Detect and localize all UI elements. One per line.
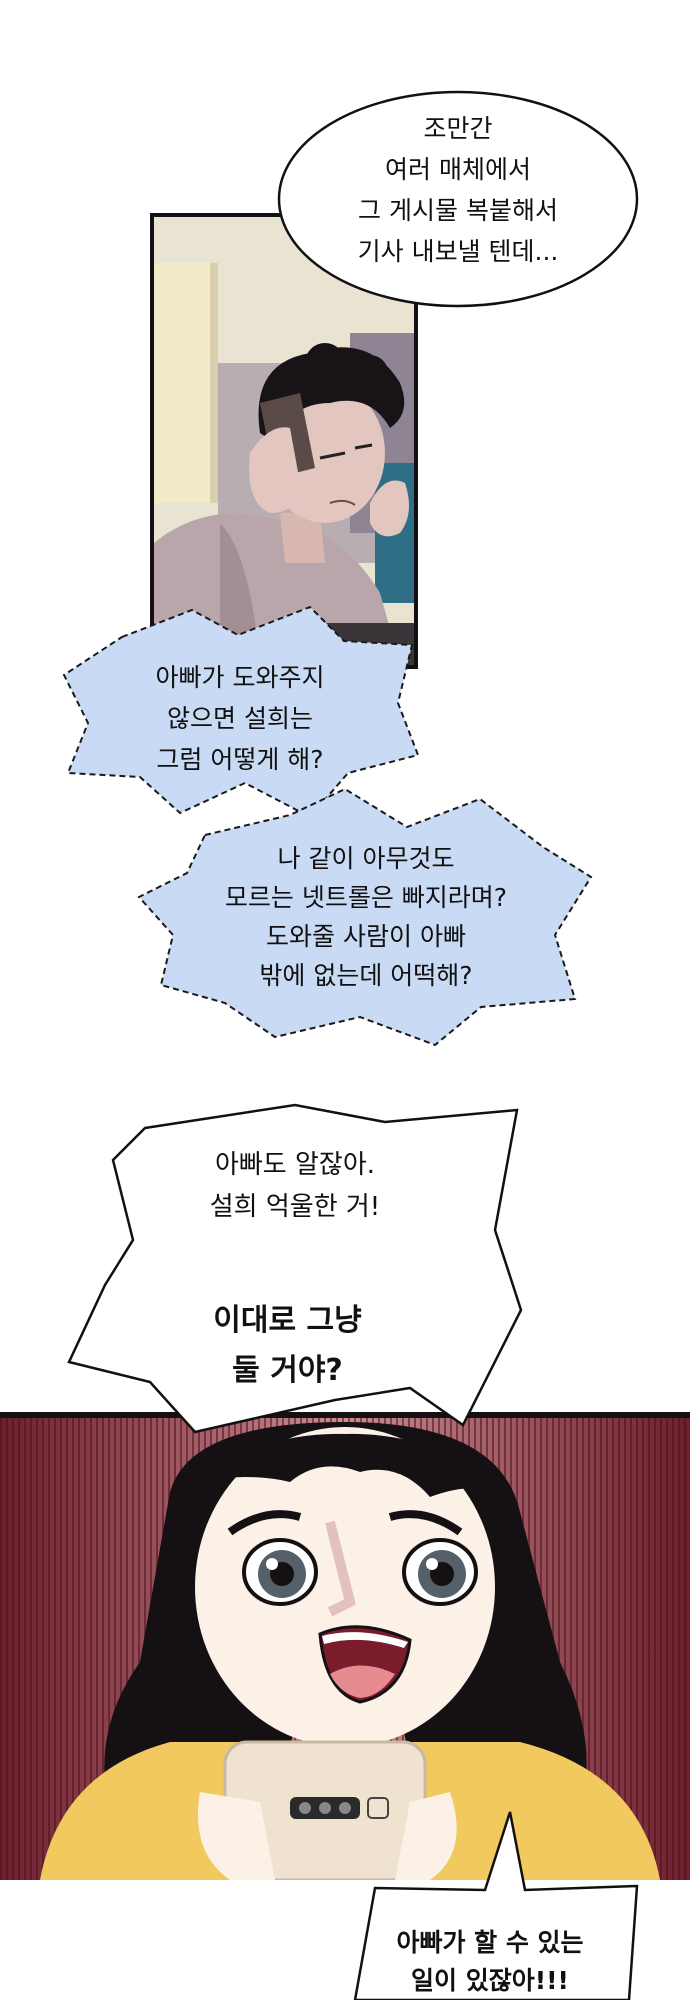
bubble-line: 조만간 [423,114,493,143]
speech-bubble-2-text: 아빠가 도와주지 않으면 설희는 그럼 어떻게 해? [60,657,420,780]
bubble-line: 모르는 넷트롤은 빠지라며? [224,883,508,912]
speech-bubble-2-shape [62,605,420,819]
bubble-line: 둘 거야? [232,1353,343,1388]
speech-bubble-5-shape [353,1811,639,2000]
speech-bubble-5: 아빠가 할 수 있는 일이 있잖아!!! [335,1808,645,2000]
bubble-line: 그럼 어떻게 해? [156,745,324,774]
bubble-line: 밖에 없는데 어떡해? [259,961,473,990]
speech-bubble-3: 나 같이 아무것도 모르는 넷트롤은 빠지라며? 도와줄 사람이 아빠 밖에 없… [135,785,597,1047]
speech-bubble-3-shape [137,787,593,1047]
bubble-line: 설희 억울한 거! [209,1192,381,1222]
speech-bubble-1-text: 조만간 여러 매체에서 그 게시물 복붙해서 기사 내보낼 텐데... [275,108,641,272]
bubble-line: 아빠가 도와주지 [155,663,325,692]
bubble-line: 않으면 설희는 [167,704,313,733]
bubble-line: 도와줄 사람이 아빠 [266,922,466,951]
speech-bubble-4: 아빠도 알잖아. 설희 억울한 거! 이대로 그냥 둘 거야? [65,1100,525,1445]
speech-bubble-1-shape [277,90,639,308]
speech-bubble-4-text-a: 아빠도 알잖아. 설희 억울한 거! [65,1144,525,1228]
speech-bubble-4-text-b: 이대로 그냥 둘 거야? [65,1296,510,1396]
speech-bubble-3-text: 나 같이 아무것도 모르는 넷트롤은 빠지라며? 도와줄 사람이 아빠 밖에 없… [135,839,597,995]
speech-bubble-5-text: 아빠가 할 수 있는 일이 있잖아!!! [335,1924,645,2000]
speech-bubble-4-shape [67,1103,523,1434]
panel-3-art [0,1412,690,1880]
bubble-line: 아빠가 할 수 있는 [396,1928,584,1957]
bubble-line: 나 같이 아무것도 [277,844,455,873]
bubble-line: 그 게시물 복붙해서 [358,196,558,225]
speech-bubble-1: 조만간 여러 매체에서 그 게시물 복붙해서 기사 내보낼 텐데... [275,88,641,310]
bubble-line: 이대로 그냥 [213,1303,362,1338]
bubble-line: 여러 매체에서 [385,155,531,184]
bubble-line: 아빠도 알잖아. [214,1150,376,1180]
speech-bubble-2: 아빠가 도와주지 않으면 설희는 그럼 어떻게 해? [60,605,420,820]
bubble-line: 일이 있잖아!!! [411,1966,569,1995]
bubble-line: 기사 내보낼 텐데... [357,237,559,266]
panel-3 [0,1412,690,1880]
